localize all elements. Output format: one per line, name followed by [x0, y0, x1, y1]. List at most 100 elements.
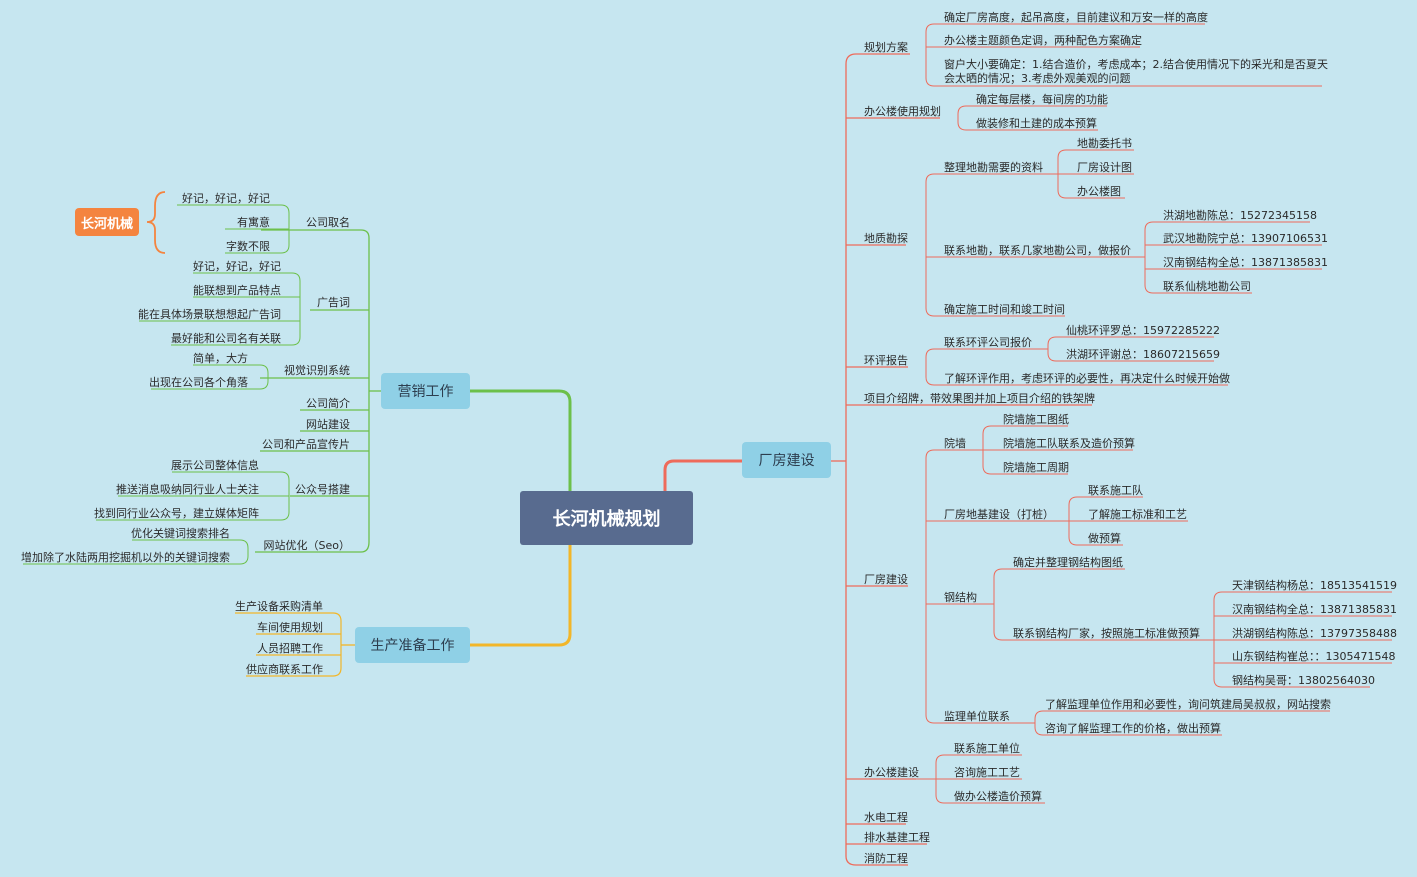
office-use-item[interactable]: 确定每层楼，每间房的功能 — [976, 93, 1108, 106]
steel-vendors[interactable]: 联系钢结构厂家，按照施工标准做预算 — [1013, 627, 1200, 640]
build-foundation[interactable]: 厂房地基建设（打桩） — [944, 508, 1054, 521]
marketing-wechat[interactable]: 公众号搭建 — [295, 483, 350, 496]
slogan-item[interactable]: 最好能和公司名有关联 — [171, 332, 281, 345]
company-name-item[interactable]: 有寓意 — [237, 216, 270, 229]
supervision-item[interactable]: 了解监理单位作用和必要性，询问筑建局吴叔叔，网站搜索 — [1045, 698, 1331, 711]
company-name-item[interactable]: 好记，好记，好记 — [182, 192, 270, 205]
plan-item[interactable]: 窗户大小要确定：1.结合造价，考虑成本；2.结合使用情况下的采光和是否夏天 — [944, 58, 1328, 71]
foundation-item[interactable]: 做预算 — [1088, 532, 1121, 545]
production-item[interactable]: 供应商联系工作 — [246, 663, 323, 676]
plan-item[interactable]: 办公楼主题颜色定调，两种配色方案确定 — [944, 34, 1142, 47]
survey-contact[interactable]: 联系地勘，联系几家地勘公司，做报价 — [944, 244, 1131, 257]
factory-env[interactable]: 环评报告 — [864, 354, 908, 367]
production-connector — [470, 545, 572, 647]
connector — [235, 612, 342, 645]
survey-contact-item[interactable]: 洪湖地勘陈总：15272345158 — [1163, 209, 1317, 222]
office-build-item[interactable]: 咨询施工工艺 — [954, 766, 1020, 779]
factory-office-build[interactable]: 办公楼建设 — [864, 766, 919, 779]
env-contact-item[interactable]: 洪湖环评谢总：18607215659 — [1066, 348, 1220, 361]
survey-contact-item[interactable]: 武汉地勘院宁总：13907106531 — [1163, 232, 1328, 245]
steel-vendor-item[interactable]: 汉南钢结构全总：13871385831 — [1232, 603, 1397, 616]
connector — [993, 604, 1200, 641]
connector — [925, 367, 1228, 386]
connector — [1034, 723, 1222, 736]
factory-office-use[interactable]: 办公楼使用规划 — [864, 105, 941, 118]
factory-drainage[interactable]: 排水基建工程 — [864, 831, 930, 844]
survey-data-item[interactable]: 办公楼图 — [1077, 185, 1121, 198]
office-use-item[interactable]: 做装修和土建的成本预算 — [976, 117, 1097, 130]
seo-item[interactable]: 优化关键词搜索排名 — [131, 527, 230, 540]
connector — [193, 272, 301, 310]
floating-topic[interactable]: 长河机械 — [75, 208, 139, 236]
marketing-company-name[interactable]: 公司取名 — [306, 216, 350, 229]
steel-vendor-item[interactable]: 天津钢结构杨总：18513541519 — [1232, 579, 1397, 592]
build-steel[interactable]: 钢结构 — [944, 591, 977, 604]
env-contact[interactable]: 联系环评公司报价 — [944, 336, 1032, 349]
connector — [925, 245, 1065, 317]
factory-water-power[interactable]: 水电工程 — [864, 811, 908, 824]
survey-data-item[interactable]: 地勘委托书 — [1077, 137, 1132, 150]
marketing-seo[interactable]: 网站优化（Seo） — [263, 539, 350, 552]
marketing-brochure[interactable]: 公司和产品宣传片 — [262, 438, 350, 451]
production-item[interactable]: 车间使用规划 — [257, 621, 323, 634]
survey-data[interactable]: 整理地勘需要的资料 — [944, 161, 1043, 174]
steel-vendor-item[interactable]: 钢结构吴哥：13802564030 — [1232, 674, 1375, 687]
build-wall[interactable]: 院墙 — [944, 437, 966, 450]
topic-factory[interactable]: 厂房建设 — [742, 442, 831, 478]
seo-item[interactable]: 增加除了水陆两用挖掘机以外的关键词搜索 — [21, 551, 230, 564]
factory-connector — [663, 459, 742, 491]
vis-item[interactable]: 简单，大方 — [193, 352, 248, 365]
survey-contact-item[interactable]: 联系仙桃地勘公司 — [1163, 280, 1251, 293]
connector — [935, 779, 1045, 804]
survey-time[interactable]: 确定施工时间和竣工时间 — [944, 303, 1065, 316]
wechat-item[interactable]: 展示公司整体信息 — [171, 459, 259, 472]
production-item[interactable]: 生产设备采购清单 — [235, 600, 323, 613]
connector — [171, 310, 301, 346]
factory-survey[interactable]: 地质勘探 — [864, 232, 908, 245]
survey-contact-item[interactable]: 汉南钢结构全总：13871385831 — [1163, 256, 1328, 269]
factory-build[interactable]: 厂房建设 — [864, 573, 908, 586]
steel-drawing[interactable]: 确定并整理钢结构图纸 — [1013, 556, 1123, 569]
wechat-item[interactable]: 推送消息吸纳同行业人士关注 — [116, 483, 259, 496]
env-learn[interactable]: 了解环评作用，考虑环评的必要性，再决定什么时候开始做 — [944, 372, 1230, 385]
factory-project-sign[interactable]: 项目介绍牌，带效果图并加上项目介绍的铁架牌 — [864, 392, 1095, 405]
topic-production[interactable]: 生产准备工作 — [355, 627, 470, 663]
supervision-item[interactable]: 咨询了解监理工作的价格，做出预算 — [1045, 722, 1221, 735]
connector — [261, 229, 370, 239]
survey-data-item[interactable]: 厂房设计图 — [1077, 161, 1132, 174]
plan-item[interactable]: 确定厂房高度，起吊高度，目前建议和万安一样的高度 — [944, 11, 1208, 24]
env-contact-item[interactable]: 仙桃环评罗总：15972285222 — [1066, 324, 1220, 337]
build-supervision[interactable]: 监理单位联系 — [944, 710, 1010, 723]
production-item[interactable]: 人员招聘工作 — [257, 642, 323, 655]
office-build-item[interactable]: 做办公楼造价预算 — [954, 790, 1042, 803]
office-build-item[interactable]: 联系施工单位 — [954, 742, 1020, 755]
factory-plan[interactable]: 规划方案 — [864, 41, 908, 54]
factory-fire[interactable]: 消防工程 — [864, 852, 908, 865]
wechat-item[interactable]: 找到同行业公众号，建立媒体矩阵 — [94, 507, 259, 520]
wall-item[interactable]: 院墙施工队联系及造价预算 — [1003, 437, 1135, 450]
marketing-slogan[interactable]: 广告词 — [317, 296, 350, 309]
marketing-intro[interactable]: 公司简介 — [306, 397, 350, 410]
root-node[interactable]: 长河机械规划 — [520, 491, 693, 545]
connector — [1213, 591, 1392, 640]
connector — [1068, 521, 1123, 546]
wall-item[interactable]: 院墙施工周期 — [1003, 461, 1069, 474]
foundation-item[interactable]: 联系施工队 — [1088, 484, 1143, 497]
slogan-item[interactable]: 好记，好记，好记 — [193, 260, 281, 273]
connector — [1144, 257, 1252, 294]
slogan-item[interactable]: 能联想到产品特点 — [193, 284, 281, 297]
plan-item-continued[interactable]: 会太晒的情况；3.考虑外观美观的问题 — [944, 72, 1131, 85]
marketing-vis[interactable]: 视觉识别系统 — [284, 364, 350, 377]
company-name-item[interactable]: 字数不限 — [226, 240, 270, 253]
connector — [172, 471, 290, 496]
steel-vendor-item[interactable]: 洪湖钢结构陈总：13797358488 — [1232, 627, 1397, 640]
vis-item[interactable]: 出现在公司各个角落 — [149, 376, 248, 389]
topic-marketing[interactable]: 营销工作 — [381, 373, 470, 409]
steel-vendor-item[interactable]: 山东钢结构崔总：：1305471548 — [1232, 650, 1396, 663]
wall-item[interactable]: 院墙施工图纸 — [1003, 413, 1069, 426]
foundation-item[interactable]: 了解施工标准和工艺 — [1088, 508, 1187, 521]
connector — [132, 539, 249, 552]
slogan-item[interactable]: 能在具体场景联想想起广告词 — [138, 308, 281, 321]
marketing-website[interactable]: 网站建设 — [306, 418, 350, 431]
